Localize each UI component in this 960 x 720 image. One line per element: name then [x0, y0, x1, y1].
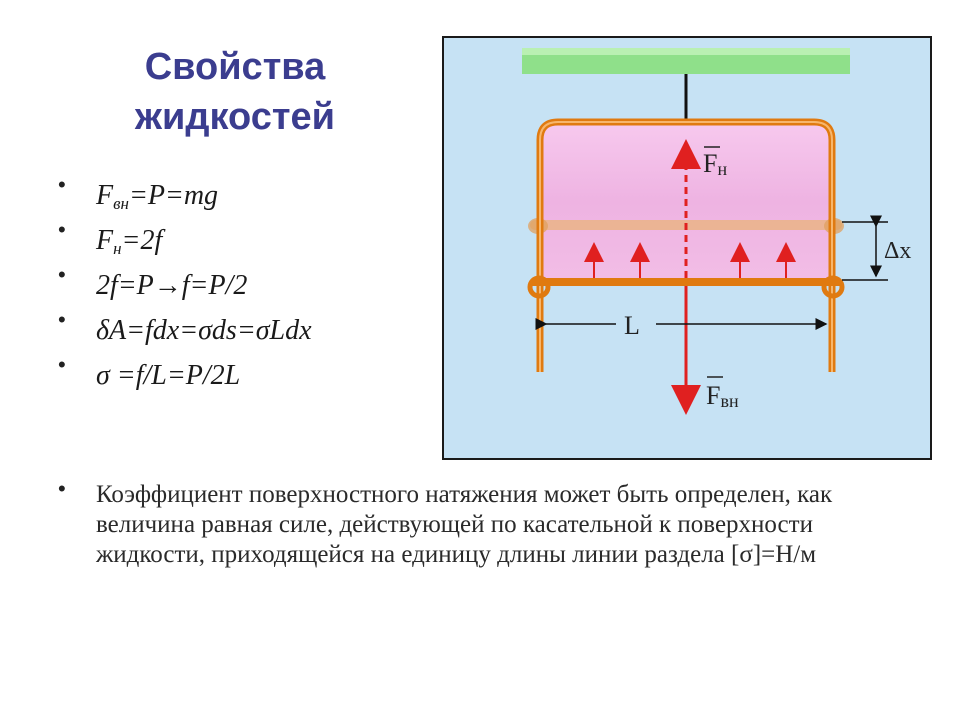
bullet-icon: •: [58, 307, 66, 332]
formula-text: 2f=P→f=P/2: [96, 270, 248, 301]
formula-text: Fн=2f: [96, 225, 163, 258]
crossbar-ring-left: [527, 275, 551, 299]
movable-crossbar: [532, 278, 840, 286]
formula-text: σ =f/L=P/2L: [96, 360, 241, 391]
dx-dimension: [842, 215, 888, 281]
crossbar-ring-right: [821, 275, 845, 299]
description-text: Коэффициент поверхностного натяжения мож…: [96, 481, 833, 568]
slide-title: Свойства жидкостей: [70, 42, 400, 142]
label-fvn: Fвн: [706, 381, 739, 411]
bullet-icon: •: [58, 476, 66, 501]
bullet-icon: •: [58, 352, 66, 377]
slide-title-line1: Свойства: [144, 46, 326, 88]
surface-force-arrows: [584, 242, 796, 278]
surface-tension-diagram: Fн Fвн Δx L: [442, 36, 932, 460]
diagram-canvas: Fн Fвн Δx L: [522, 48, 911, 415]
label-dx: Δx: [884, 238, 911, 264]
slide-title-line2: жидкостей: [135, 96, 335, 138]
formula-text: δA=fdx=σds=σLdx: [96, 315, 312, 346]
formula-text: Fвн=P=mg: [96, 180, 219, 213]
label-L: L: [624, 311, 640, 340]
bullet-icon: •: [58, 217, 66, 242]
bullet-icon: •: [58, 262, 66, 287]
label-fn: Fн: [703, 149, 727, 179]
bullet-icon: •: [58, 172, 66, 197]
